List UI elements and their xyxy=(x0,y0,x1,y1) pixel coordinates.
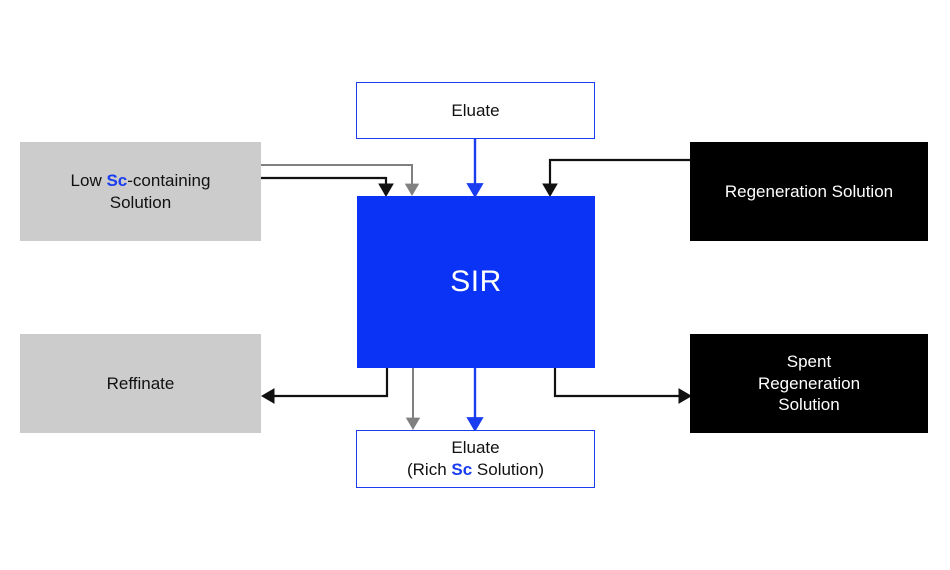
node-label: Eluate (Rich Sc Solution) xyxy=(407,437,544,481)
edge-low-sc-secondary-to-sir xyxy=(261,164,420,196)
label-line2-suffix: Solution) xyxy=(472,460,545,479)
label-suffix: -containing Solution xyxy=(109,170,211,212)
node-low-sc-containing-solution[interactable]: Low Sc-containing Solution xyxy=(20,142,261,241)
node-label: Eluate xyxy=(451,100,500,120)
label-prefix: Low xyxy=(70,170,107,190)
sc-highlight: Sc xyxy=(451,460,473,479)
sc-highlight: Sc xyxy=(106,170,128,190)
node-label: Spent Regeneration Solution xyxy=(757,351,861,415)
node-label: Regeneration Solution xyxy=(724,181,894,201)
node-reffinate[interactable]: Reffinate xyxy=(20,334,261,433)
edge-regeneration-to-sir xyxy=(542,158,690,197)
edge-sir-to-reffinate xyxy=(261,368,389,404)
node-sir-reactor[interactable]: SIR xyxy=(357,196,595,368)
edge-sir-to-spent-regeneration xyxy=(553,368,692,404)
label-line2-prefix: (Rich xyxy=(406,460,452,479)
edge-low-sc-to-sir xyxy=(261,176,394,197)
label-line1: Eluate xyxy=(451,438,500,458)
node-label: Low Sc-containing Solution xyxy=(71,170,211,214)
node-eluate-rich-sc-solution[interactable]: Eluate (Rich Sc Solution) xyxy=(356,430,595,488)
node-label: SIR xyxy=(450,264,502,298)
node-label: Reffinate xyxy=(106,373,175,393)
node-eluate-feed[interactable]: Eluate xyxy=(356,82,595,139)
node-regeneration-solution[interactable]: Regeneration Solution xyxy=(690,142,928,241)
node-spent-regeneration-solution[interactable]: Spent Regeneration Solution xyxy=(690,334,928,433)
